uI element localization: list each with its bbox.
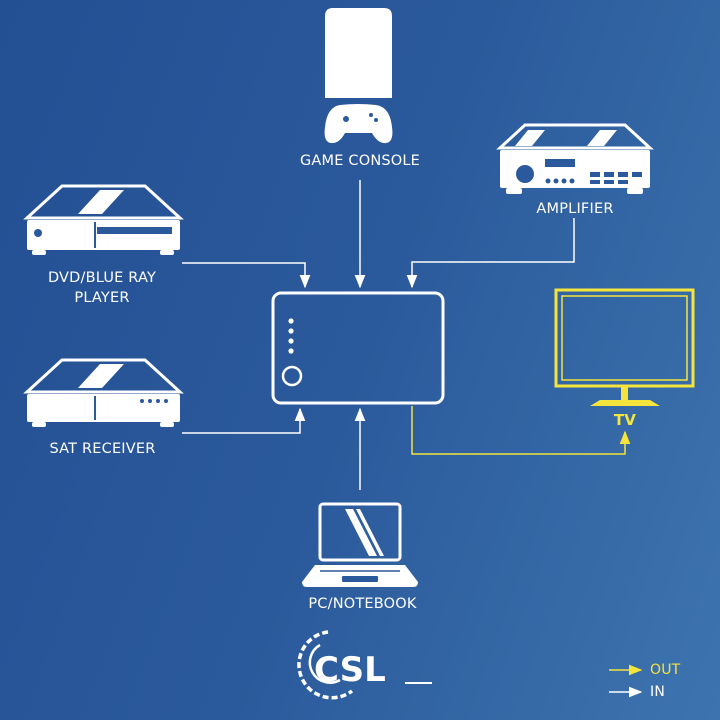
dvd-player-icon (23, 184, 184, 255)
amplifier-icon (496, 123, 654, 194)
logo-text: CSL (314, 650, 386, 690)
dvd-player-label-line1: DVD/BLUE RAY (47, 270, 157, 286)
tv-output-connection (411, 406, 631, 455)
dvd-player-label: DVD/BLUE RAY PLAYER (22, 268, 182, 308)
tv-icon (554, 288, 695, 406)
sat-receiver-connection (182, 407, 306, 434)
dvd-player-connection (182, 262, 311, 289)
game-console-label: GAME CONSOLE (299, 153, 421, 169)
sat-receiver-label: SAT RECEIVER (49, 441, 156, 457)
legend-in-label: IN (650, 684, 666, 700)
legend-out-label: OUT (650, 662, 681, 678)
amplifier-connection (406, 218, 575, 289)
sat-receiver-icon (23, 358, 184, 427)
pc-notebook-label: PC/NOTEBOOK (308, 596, 417, 612)
game-console-icon (324, 8, 393, 144)
hdmi-switch-icon (271, 291, 445, 405)
amplifier-label: AMPLIFIER (536, 201, 614, 217)
input-connections (182, 180, 575, 490)
tv-label: TV (613, 411, 637, 429)
legend-arrows (609, 664, 643, 698)
dvd-player-label-line2: PLAYER (74, 290, 130, 306)
csl-logo: CSL (297, 630, 432, 700)
laptop-icon (302, 502, 418, 587)
